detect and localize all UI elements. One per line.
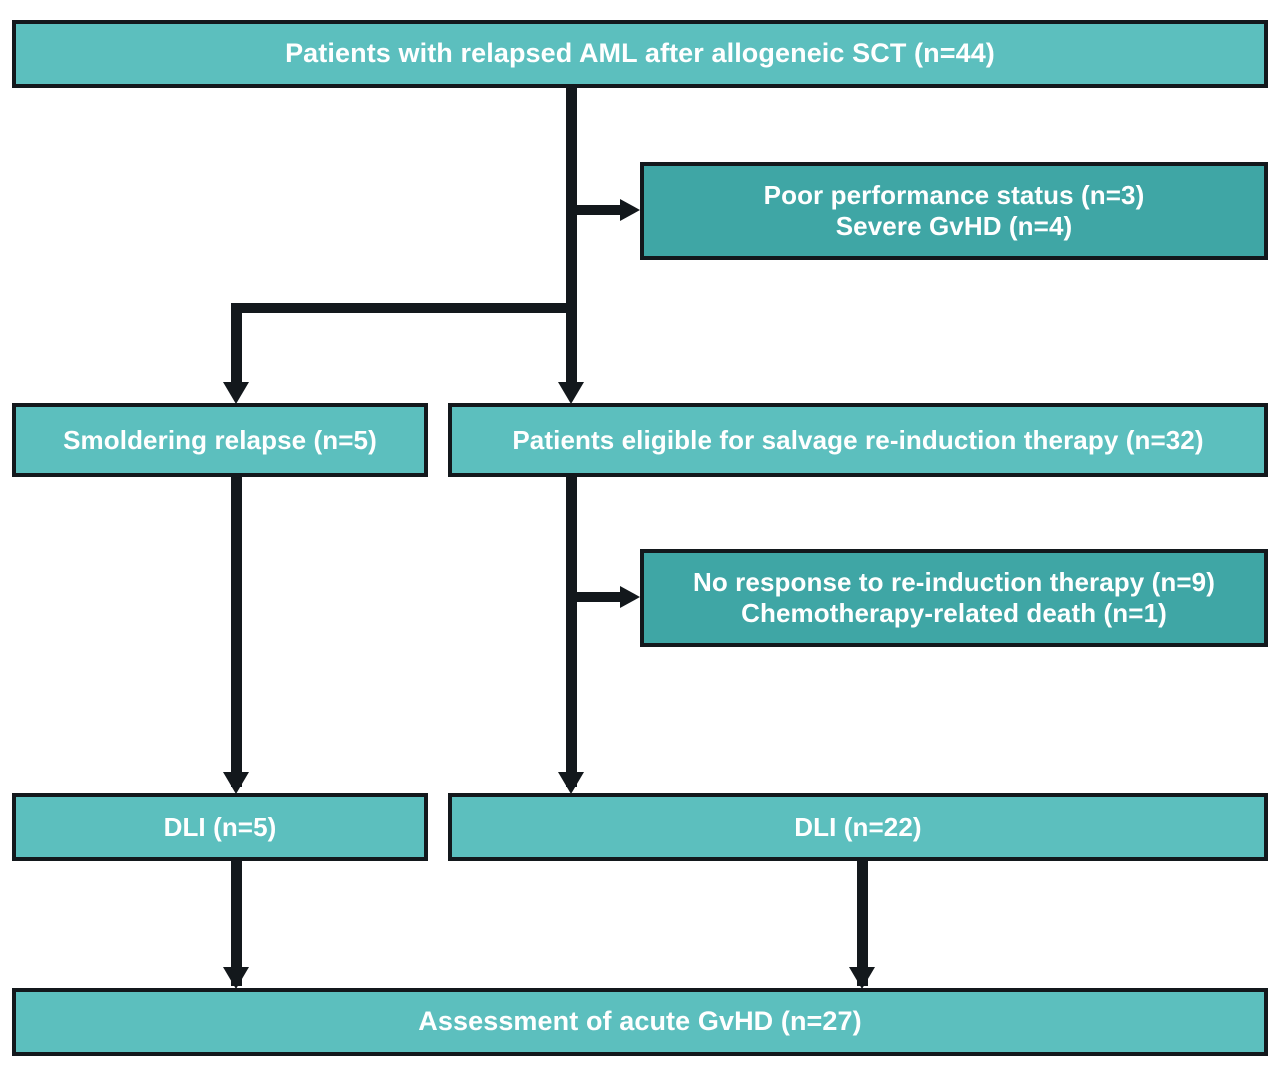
- node-dli-left: DLI (n=5): [12, 793, 428, 861]
- connector-branch-to-smoldering-vertical: [231, 303, 242, 394]
- node-smoldering-relapse: Smoldering relapse (n=5): [12, 403, 428, 477]
- connector-dli-left-to-assessment: [231, 861, 242, 986]
- node-dli-left-line-1: DLI (n=5): [163, 811, 277, 842]
- connector-branch-to-smoldering-horizontal: [231, 303, 571, 313]
- arrowhead-dli-left-to-assessment: [223, 967, 249, 989]
- node-dli-right: DLI (n=22): [448, 793, 1268, 861]
- node-enrollment-line-1: Patients with relapsed AML after allogen…: [285, 38, 995, 69]
- arrowhead-eligible-to-dli-right: [558, 772, 584, 794]
- arrowhead-branch-to-smoldering: [223, 382, 249, 404]
- node-dli-right-line-1: DLI (n=22): [794, 811, 922, 842]
- node-eligible-salvage: Patients eligible for salvage re-inducti…: [448, 403, 1268, 477]
- node-excluded-upfront-line-1: Poor performance status (n=3): [763, 180, 1145, 211]
- connector-eligible-to-excluded-postinduction: [566, 592, 626, 602]
- arrowhead-dli-right-to-assessment: [849, 967, 875, 989]
- arrowhead-eligible-to-excluded-postinduction: [620, 586, 640, 608]
- node-eligible-salvage-line-1: Patients eligible for salvage re-inducti…: [512, 424, 1204, 455]
- connector-dli-right-to-assessment: [857, 861, 868, 986]
- arrowhead-enrollment-to-eligible: [558, 382, 584, 404]
- node-assessment-line-1: Assessment of acute GvHD (n=27): [418, 1006, 862, 1037]
- node-excluded-upfront: Poor performance status (n=3) Severe GvH…: [640, 162, 1268, 260]
- arrowhead-enrollment-to-excluded-upfront: [620, 199, 640, 221]
- connector-eligible-to-dli-right: [566, 477, 577, 787]
- connector-enrollment-to-excluded-upfront: [566, 205, 626, 215]
- node-excluded-postinduction-line-1: No response to re-induction therapy (n=9…: [693, 567, 1215, 598]
- connector-enrollment-trunk: [566, 88, 577, 394]
- connector-smoldering-to-dli-left: [231, 477, 242, 787]
- node-excluded-postinduction-line-2: Chemotherapy-related death (n=1): [741, 598, 1167, 628]
- node-excluded-upfront-line-2: Severe GvHD (n=4): [835, 211, 1073, 241]
- node-assessment: Assessment of acute GvHD (n=27): [12, 988, 1268, 1056]
- arrowhead-smoldering-to-dli-left: [223, 772, 249, 794]
- node-smoldering-relapse-line-1: Smoldering relapse (n=5): [63, 424, 377, 455]
- node-enrollment: Patients with relapsed AML after allogen…: [12, 20, 1268, 88]
- node-excluded-postinduction: No response to re-induction therapy (n=9…: [640, 549, 1268, 647]
